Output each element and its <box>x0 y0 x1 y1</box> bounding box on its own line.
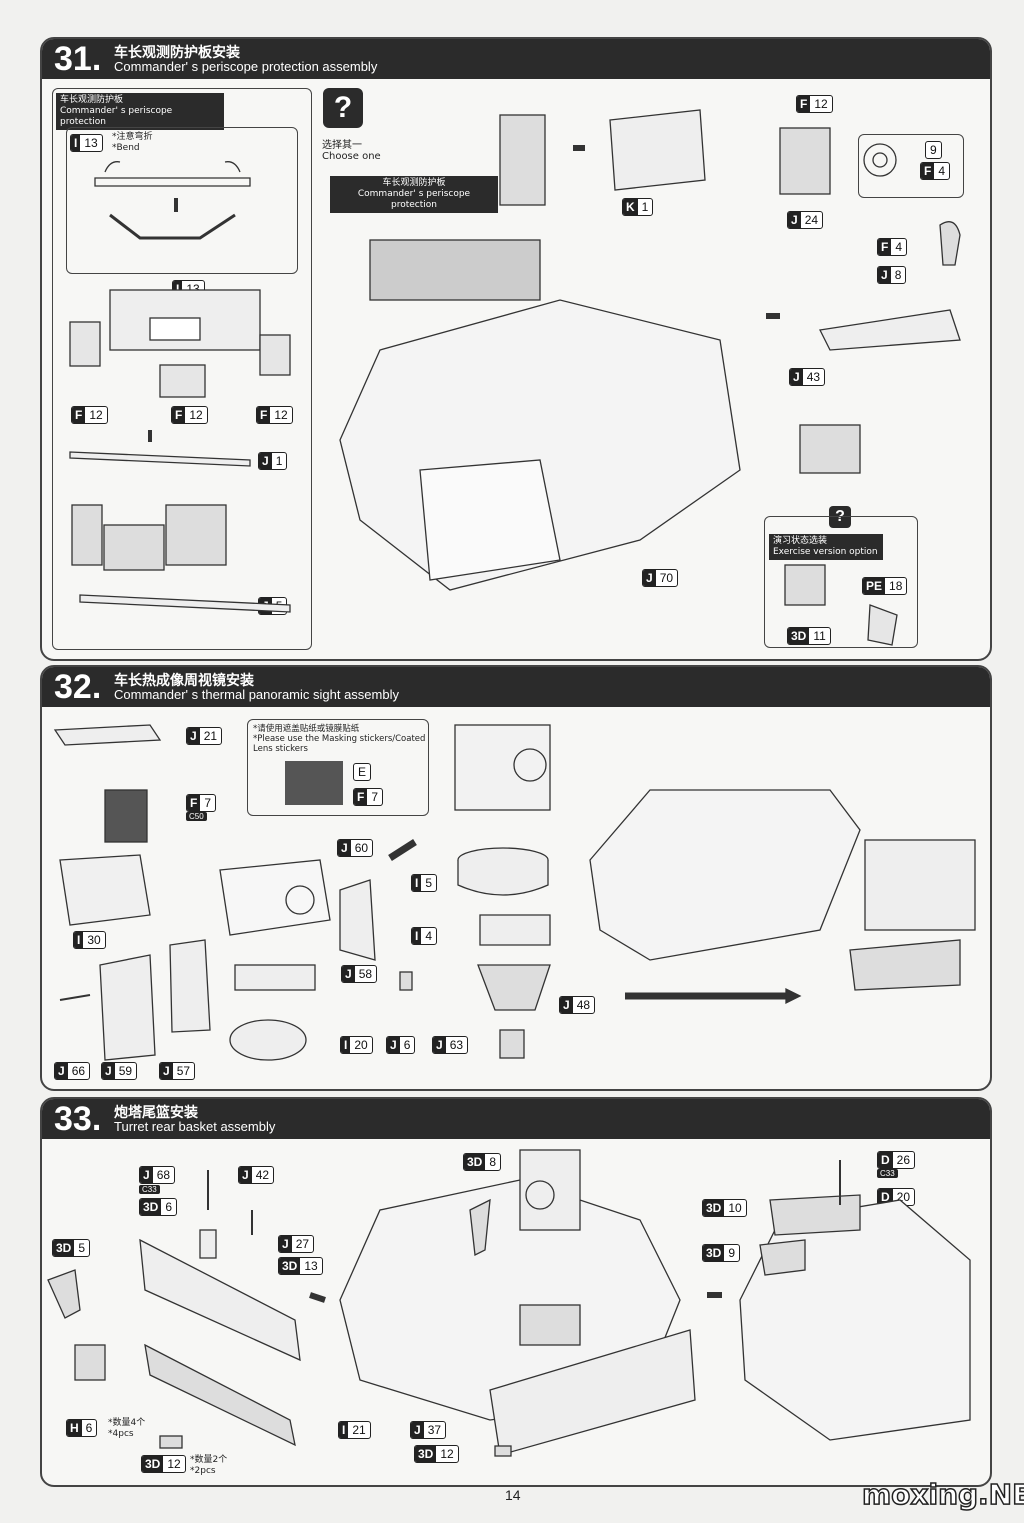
s31-bend-box <box>66 127 298 274</box>
s31-sub-cn: 车长观测防护板 <box>60 95 124 105</box>
s31-exercise-box <box>764 516 918 648</box>
step-31-number: 31. <box>54 40 102 78</box>
step-33-title-en: Turret rear basket assembly <box>114 1119 276 1134</box>
watermark-logo: moxing.NET <box>861 1477 1024 1512</box>
s31-subassembly-box <box>52 88 312 650</box>
step-32-title-en: Commander' s thermal panoramic sight ass… <box>114 687 399 702</box>
page-number: 14 <box>505 1487 521 1503</box>
s33-qty4: *数量4个*4pcs <box>108 1418 146 1439</box>
step-31-title-en: Commander' s periscope protection assemb… <box>114 59 378 74</box>
color-c50: C50 <box>186 812 207 821</box>
step-33-number: 33. <box>54 1100 102 1138</box>
s31-sub-en: Commander' s periscope protection <box>60 106 173 127</box>
step-32-number: 32. <box>54 668 102 706</box>
step-32-title-cn: 车长热成像周视镜安装 <box>114 673 254 689</box>
s31-sub-label: 车长观测防护板 Commander' s periscope protectio… <box>56 93 224 130</box>
part-e: E <box>353 763 372 781</box>
s31-bend-note: *注意弯折*Bend <box>112 132 153 153</box>
step-33-header <box>42 1099 990 1139</box>
s33-qty2: *数量2个*2pcs <box>190 1455 228 1476</box>
step-33-title-cn: 炮塔尾篮安装 <box>114 1105 198 1121</box>
color-c33-left: C33 <box>139 1185 160 1194</box>
color-c33-right: C33 <box>877 1169 898 1178</box>
s32-sticker-swatch <box>285 761 343 805</box>
s32-note-box <box>247 719 429 816</box>
step-31-title-cn: 车长观测防护板安装 <box>114 45 240 61</box>
s31-sight-box <box>858 134 964 198</box>
step-32-header <box>42 667 990 707</box>
question-icon: ? <box>323 88 363 128</box>
s32-sticker-note: *请使用遮盖贴纸或镜膜贴纸*Please use the Masking sti… <box>253 724 426 754</box>
part-9: 9 <box>925 141 942 159</box>
step-31-header <box>42 39 990 79</box>
